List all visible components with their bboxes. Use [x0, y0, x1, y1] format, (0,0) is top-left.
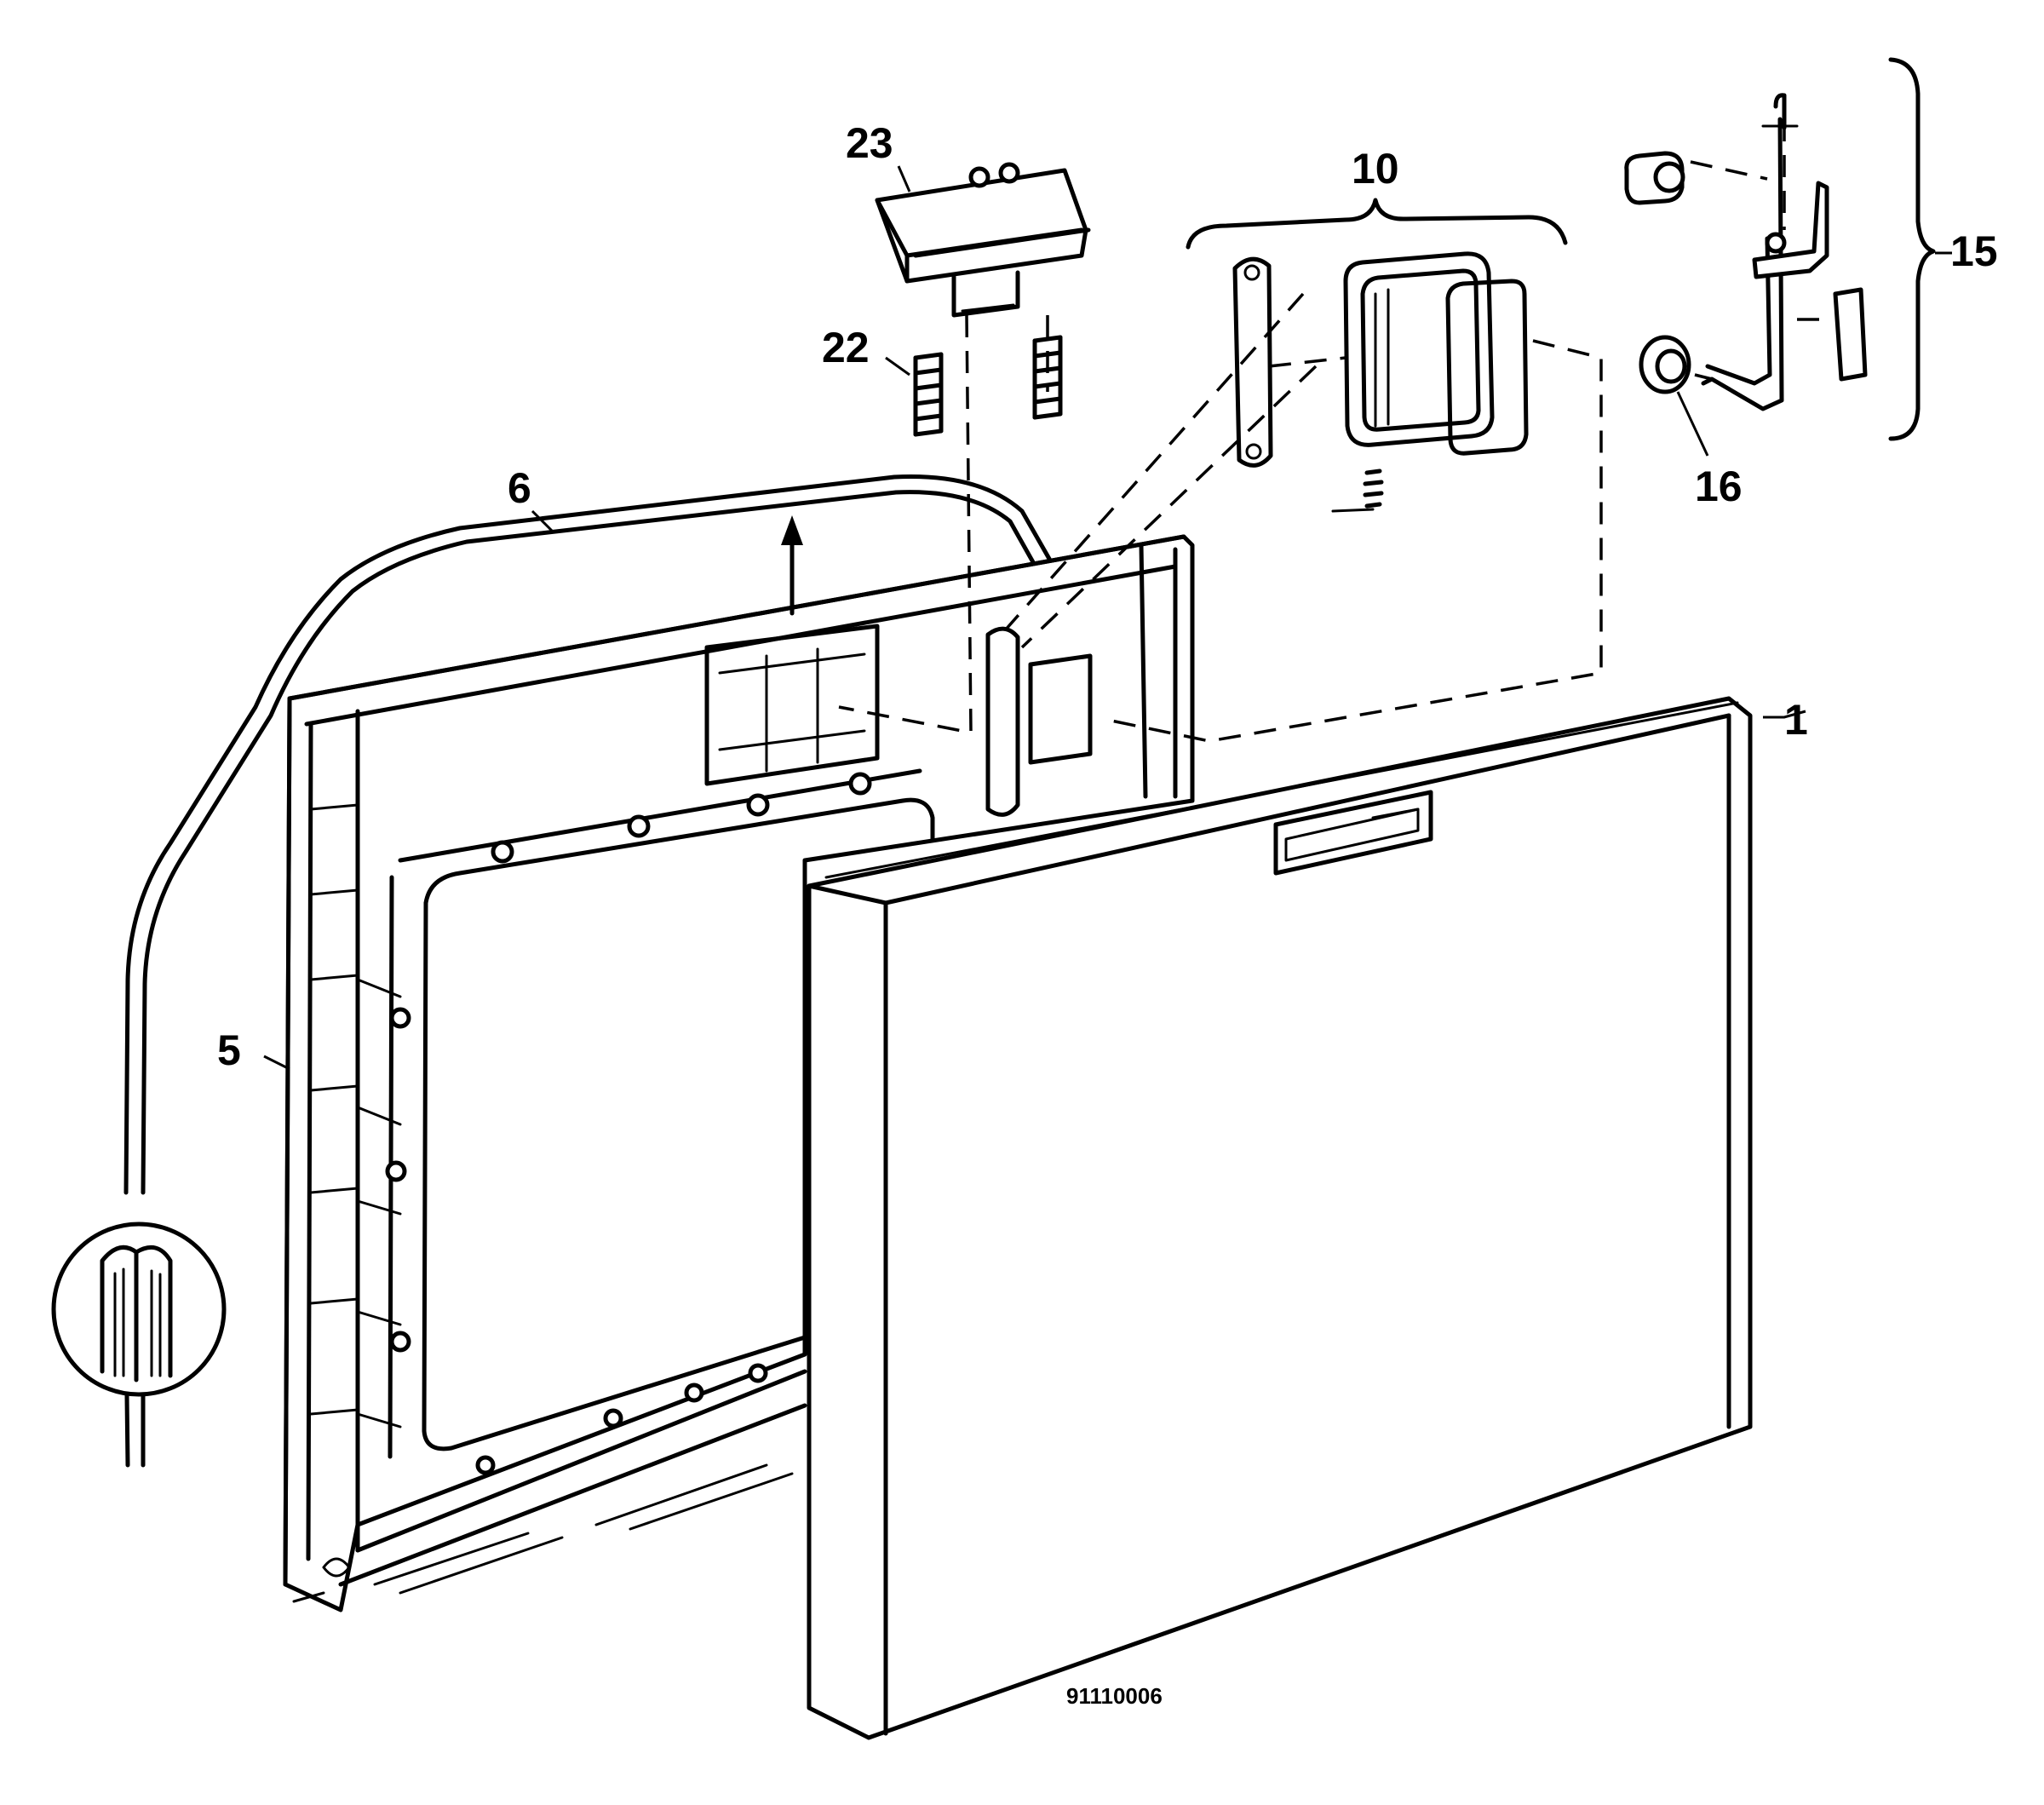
- springs: [913, 335, 1063, 437]
- callout-16: 16: [1695, 463, 1743, 510]
- callout-1: 1: [1784, 696, 1808, 744]
- callout-23: 23: [846, 119, 893, 167]
- assembly-lines: [838, 119, 1831, 743]
- leader-lines: [263, 165, 1952, 1071]
- bracket-10: [1186, 198, 1568, 250]
- callout-5: 5: [217, 1026, 241, 1074]
- drawing-code: 91110006: [1066, 1683, 1163, 1709]
- inner-door-frame: [283, 534, 1195, 1612]
- bracket-15: [1888, 57, 1936, 441]
- callout-6: 6: [508, 464, 531, 512]
- direction-arrow: [781, 515, 803, 616]
- callout-15: 15: [1950, 227, 1998, 275]
- callout-10: 10: [1352, 145, 1399, 193]
- roller: [1639, 335, 1691, 394]
- latch-assembly: [1232, 251, 1529, 513]
- callout-22: 22: [822, 324, 870, 371]
- gasket-section-detail: [51, 1222, 227, 1397]
- latch-mechanism: [1624, 93, 1868, 411]
- latch-cover: [875, 162, 1091, 318]
- outer-door-panel: [807, 696, 1753, 1740]
